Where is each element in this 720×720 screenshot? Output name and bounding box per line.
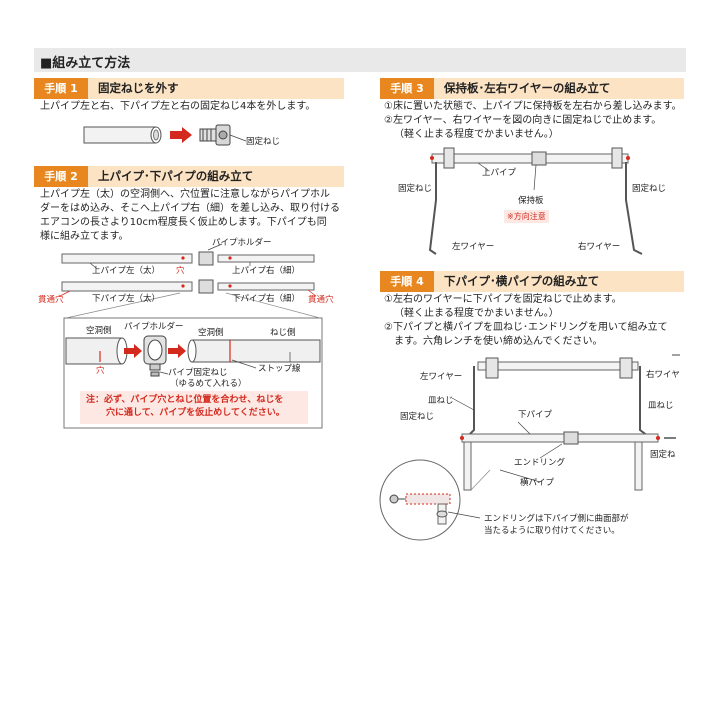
section-title: ■組み立て方法	[40, 56, 131, 71]
step4-tag: 手順 4	[380, 271, 434, 292]
step2-text-line: エアコンの長さより10cm程度長く仮止めします。下パイプも同	[40, 217, 327, 228]
step3-direction-warning: ※方向注意	[504, 210, 549, 223]
step4-screw-right-label: 固定ね	[650, 450, 676, 460]
detail-holder-label: パイプホルダー	[124, 322, 184, 332]
step4-text-line: （軽く止まる程度でかまいません。）	[394, 308, 559, 319]
step2-lower-left-label: 下パイプ左（太）	[92, 294, 161, 304]
step2-text-line: ダーをはめ込み、そこへ上パイプ右（細）を差し込み、取り付ける	[40, 203, 340, 214]
step2-text-line: 様に組み立てます。	[40, 231, 129, 242]
step3-screw-right-label: 固定ねじ	[632, 184, 667, 194]
detail-loosen-label: （ゆるめて入れる）	[170, 379, 247, 389]
step2-header-bar	[34, 166, 344, 187]
step4-text-line: ②下パイプと横パイプを皿ねじ･エンドリングを用いて組み立て	[384, 322, 668, 333]
step1-title: 固定ねじを外す	[98, 81, 179, 95]
step4-right-wire-label: 右ワイヤ	[646, 370, 680, 380]
detail-stop-line-label: ストップ線	[258, 364, 301, 374]
step3-left-wire-label: 左ワイヤー	[452, 242, 495, 252]
step3-plate-label: 保持板	[518, 196, 544, 206]
step2-title: 上パイプ･下パイプの組み立て	[98, 169, 254, 183]
section-header-bar	[34, 48, 686, 72]
step4-screw-left-label: 固定ねじ	[400, 412, 435, 422]
step4-caption-line: 当たるように取り付けてください。	[484, 526, 620, 536]
step2-tag: 手順 2	[34, 166, 88, 187]
detail-hollow-left-label: 空洞側	[86, 326, 112, 336]
step4-left-wire-label: 左ワイヤー	[420, 372, 463, 382]
step3-right-wire-label: 右ワイヤー	[578, 242, 621, 252]
step2-note-line: 穴に通して、パイプを仮止めしてください。	[106, 408, 285, 418]
step4-countersunk-left-label: 皿ねじ	[428, 396, 454, 406]
step2-through-hole-right: 貫通穴	[308, 295, 334, 305]
detail-fix-screw-label: パイプ固定ねじ	[168, 368, 228, 378]
step2-hole-label: 穴	[176, 266, 185, 276]
step3-header-bar	[380, 78, 684, 99]
step3-upper-pipe-label: 上パイプ	[482, 168, 517, 178]
step2-lower-right-label: 下パイプ右（細）	[232, 294, 301, 304]
step3-screw-left-label: 固定ねじ	[398, 184, 433, 194]
step1-header-bar	[34, 78, 344, 99]
detail-screw-side-label: ねじ側	[270, 328, 296, 338]
step3-tag: 手順 3	[380, 78, 434, 99]
step1-screw-label: 固定ねじ	[246, 137, 281, 147]
step4-caption-line: エンドリングは下パイプ側に曲面部が	[484, 514, 629, 524]
step4-countersunk-right-label: 皿ねじ	[648, 401, 674, 411]
step4-side-pipe-label: 横パイプ	[520, 478, 555, 488]
step4-title: 下パイプ･横パイプの組み立て	[444, 274, 600, 288]
step1-tag: 手順 1	[34, 78, 88, 99]
step2-through-hole-left: 貫通穴	[38, 295, 64, 305]
step4-lower-pipe-label: 下パイプ	[518, 410, 553, 420]
detail-hollow-right-label: 空洞側	[198, 328, 224, 338]
step2-note-line: 注：必ず、パイプ穴とねじ位置を合わせ、ねじを	[86, 395, 284, 405]
step4-text-line: ①左右のワイヤーに下パイプを固定ねじで止めます。	[384, 294, 622, 305]
step3-text-line: ②左ワイヤー、右ワイヤーを図の向きに固定ねじで止めます。	[384, 115, 662, 126]
step4-endring-label: エンドリング	[514, 458, 566, 468]
step4-header-bar	[380, 271, 684, 292]
step2-upper-left-label: 上パイプ左（太）	[92, 266, 161, 276]
step2-holder-label: パイプホルダー	[212, 238, 272, 248]
step3-title: 保持板･左右ワイヤーの組み立て	[444, 81, 611, 95]
step3-text-line: （軽く止まる程度でかまいません。）	[394, 129, 559, 140]
step4-text-line: ます。六角レンチを使い締め込んでください。	[394, 336, 603, 347]
detail-hole-label: 穴	[96, 366, 105, 376]
step2-text-line: 上パイプ左（太）の空洞側へ、穴位置に注意しながらパイプホル	[40, 189, 330, 200]
step1-text: 上パイプ左と右、下パイプ左と右の固定ねじ4本を外します。	[40, 101, 316, 112]
step3-text-line: ①床に置いた状態で、上パイプに保持板を左右から差し込みます。	[384, 101, 682, 112]
step2-upper-right-label: 上パイプ右（細）	[232, 266, 301, 276]
step2-note-box	[80, 391, 308, 424]
